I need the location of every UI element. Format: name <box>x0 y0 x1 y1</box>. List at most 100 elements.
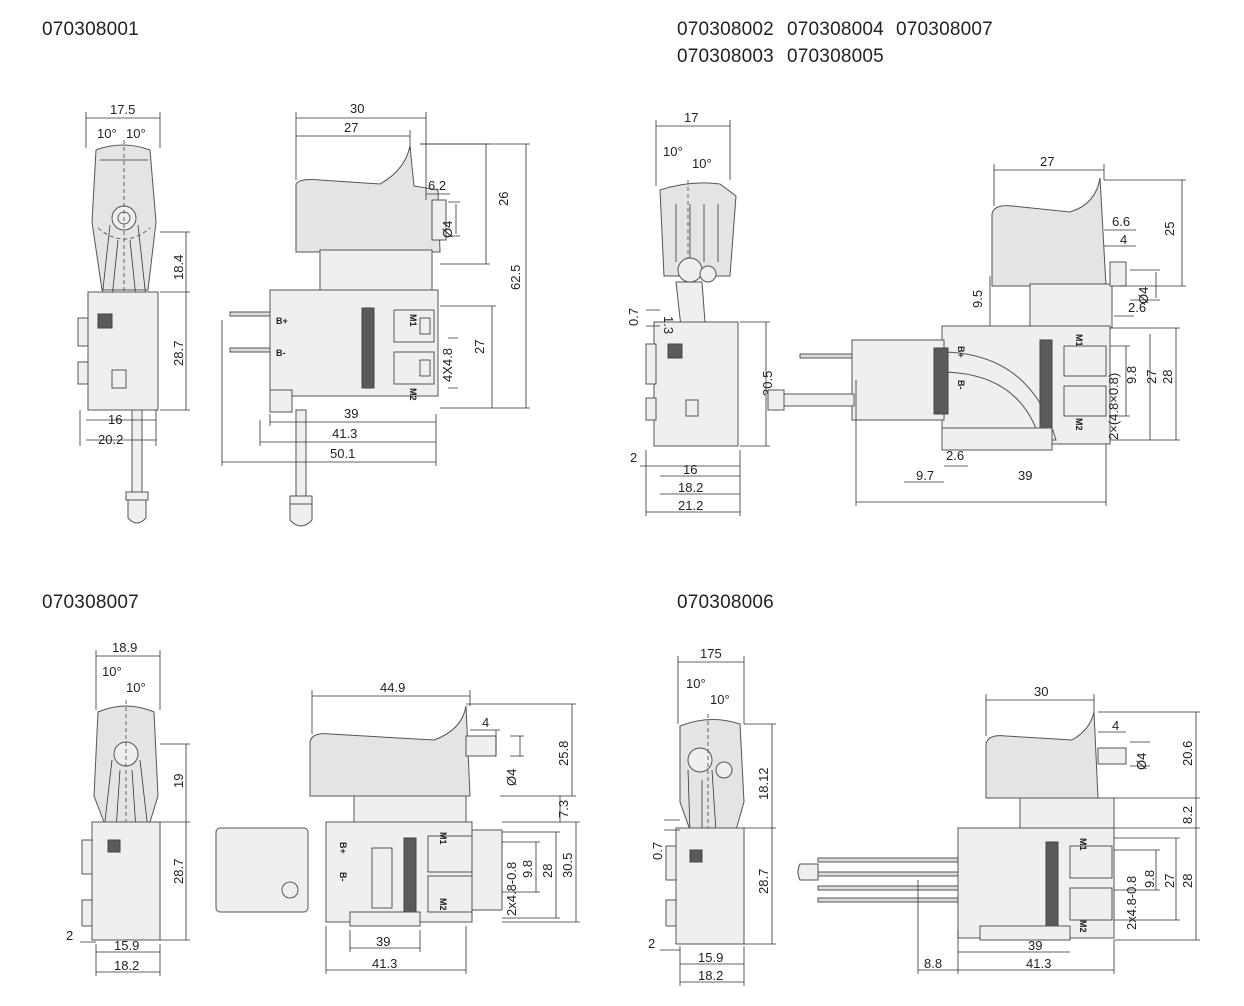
terminal-label: B+ <box>276 316 288 326</box>
switch-side-view <box>77 140 159 524</box>
dimension-label: 50.1 <box>330 446 355 461</box>
dimension-label: Ø4 <box>1136 287 1151 304</box>
dimension-label: 4 <box>482 715 489 730</box>
dimension-label: 16 <box>108 412 122 427</box>
dimension-label: 18.2 <box>114 958 139 973</box>
switch-front-view <box>797 711 1127 941</box>
dimension-label: 18.9 <box>112 640 137 655</box>
dimension-label: 41.3 <box>1026 956 1051 971</box>
terminal-label: B+ <box>338 842 348 854</box>
dimension-label: 27 <box>1144 370 1159 384</box>
terminal-label: M2 <box>1078 920 1088 933</box>
dimension-label: 6.6 <box>1112 214 1130 229</box>
dimension-lines <box>221 112 530 466</box>
terminal-label: B- <box>276 348 286 358</box>
dimension-label: Ø4 <box>440 221 455 238</box>
dimension-label: 8.8 <box>924 956 942 971</box>
dimension-label: Ø4 <box>504 769 519 786</box>
part-number-title: 070308006 <box>677 592 774 613</box>
dimension-lines <box>917 694 1200 974</box>
dimension-label: 7.3 <box>556 800 571 818</box>
part-number-title: 070308005 <box>787 46 884 67</box>
terminal-label: M2 <box>438 898 448 911</box>
dimension-lines <box>79 112 190 446</box>
dimension-label: 27 <box>344 120 358 135</box>
dimension-label: 28 <box>1180 874 1195 888</box>
dimension-label: 6.2 <box>428 178 446 193</box>
dimension-label: 39 <box>1018 468 1032 483</box>
angle-label: 10° <box>97 126 117 141</box>
dimension-label: 28 <box>540 864 555 878</box>
switch-front-view <box>229 145 447 527</box>
angle-label: 10° <box>686 676 706 691</box>
part-number-title: 070308004 <box>787 19 884 40</box>
switch-side-view <box>81 700 161 941</box>
dimension-label: 25 <box>1162 222 1177 236</box>
dimension-label: 2 <box>66 928 73 943</box>
angle-label: 10° <box>710 692 730 707</box>
dimension-label: 27 <box>1040 154 1054 169</box>
terminal-label: M1 <box>438 832 448 845</box>
dimension-lines <box>640 120 770 516</box>
terminal-label: M1 <box>1074 334 1084 347</box>
terminal-label: B+ <box>956 346 966 358</box>
switch-front-view <box>767 177 1127 451</box>
dimension-lines <box>311 690 580 974</box>
part-number-title: 070308007 <box>896 19 993 40</box>
dimension-label: 41.3 <box>372 956 397 971</box>
terminal-label: B- <box>956 380 966 390</box>
angle-label: 10° <box>663 144 683 159</box>
dimension-label: 18.4 <box>171 255 186 280</box>
dimension-label: 2.6 <box>946 448 964 463</box>
dimension-label: 9.7 <box>916 468 934 483</box>
dimension-label: 2.6 <box>1128 300 1146 315</box>
dimension-label: 28.7 <box>756 869 771 894</box>
dimension-label: 4 <box>1112 718 1119 733</box>
dimension-label: 28 <box>1160 370 1175 384</box>
angle-label: 10° <box>102 664 122 679</box>
dimension-label: 175 <box>700 646 722 661</box>
dimension-label: 25.8 <box>556 741 571 766</box>
dimension-label: 20.2 <box>98 432 123 447</box>
dimension-label: 4 <box>1120 232 1127 247</box>
angle-label: 10° <box>126 126 146 141</box>
dimension-label: 27 <box>472 340 487 354</box>
dimension-label: 9.8 <box>1124 366 1139 384</box>
dimension-label: 1.3 <box>661 316 676 334</box>
part-number-title: 070308007 <box>42 592 139 613</box>
dimension-lines <box>855 164 1186 506</box>
dimension-label: 9.8 <box>520 860 535 878</box>
dimension-label: 0.7 <box>650 842 665 860</box>
dimension-label: 39 <box>344 406 358 421</box>
dimension-label: 9.5 <box>970 290 985 308</box>
dimension-label: 28.7 <box>171 859 186 884</box>
dimension-label: 8.2 <box>1180 806 1195 824</box>
dimension-label: 15.9 <box>114 938 139 953</box>
dimension-label: 17 <box>684 110 698 125</box>
dimension-label: 39 <box>376 934 390 949</box>
dimension-label: 18.2 <box>678 480 703 495</box>
part-number-title: 070308001 <box>42 19 139 40</box>
dimension-label: 30.5 <box>560 853 575 878</box>
dimension-label: 9.8 <box>1142 870 1157 888</box>
dimension-label: 2x4.8-0.8 <box>504 862 519 916</box>
dimension-label: Ø4 <box>1134 753 1149 770</box>
part-number-title: 070308003 <box>677 46 774 67</box>
terminal-label: M1 <box>408 314 418 327</box>
dimension-label: 41.3 <box>332 426 357 441</box>
switch-front-view <box>215 705 503 927</box>
dimension-label: 19 <box>171 774 186 788</box>
dimension-lines <box>80 650 190 976</box>
angle-label: 10° <box>692 156 712 171</box>
dimension-label: 30 <box>1034 684 1048 699</box>
dimension-label: 27 <box>1162 874 1177 888</box>
switch-side-view <box>665 714 745 945</box>
dimension-label: 2 <box>630 450 637 465</box>
dimension-label: 2 <box>648 936 655 951</box>
dimension-label: 30 <box>350 101 364 116</box>
dimension-label: 16 <box>683 462 697 477</box>
dimension-label: 20.6 <box>1180 741 1195 766</box>
dimension-label: 18.2 <box>698 968 723 983</box>
terminal-label: M1 <box>1078 838 1088 851</box>
